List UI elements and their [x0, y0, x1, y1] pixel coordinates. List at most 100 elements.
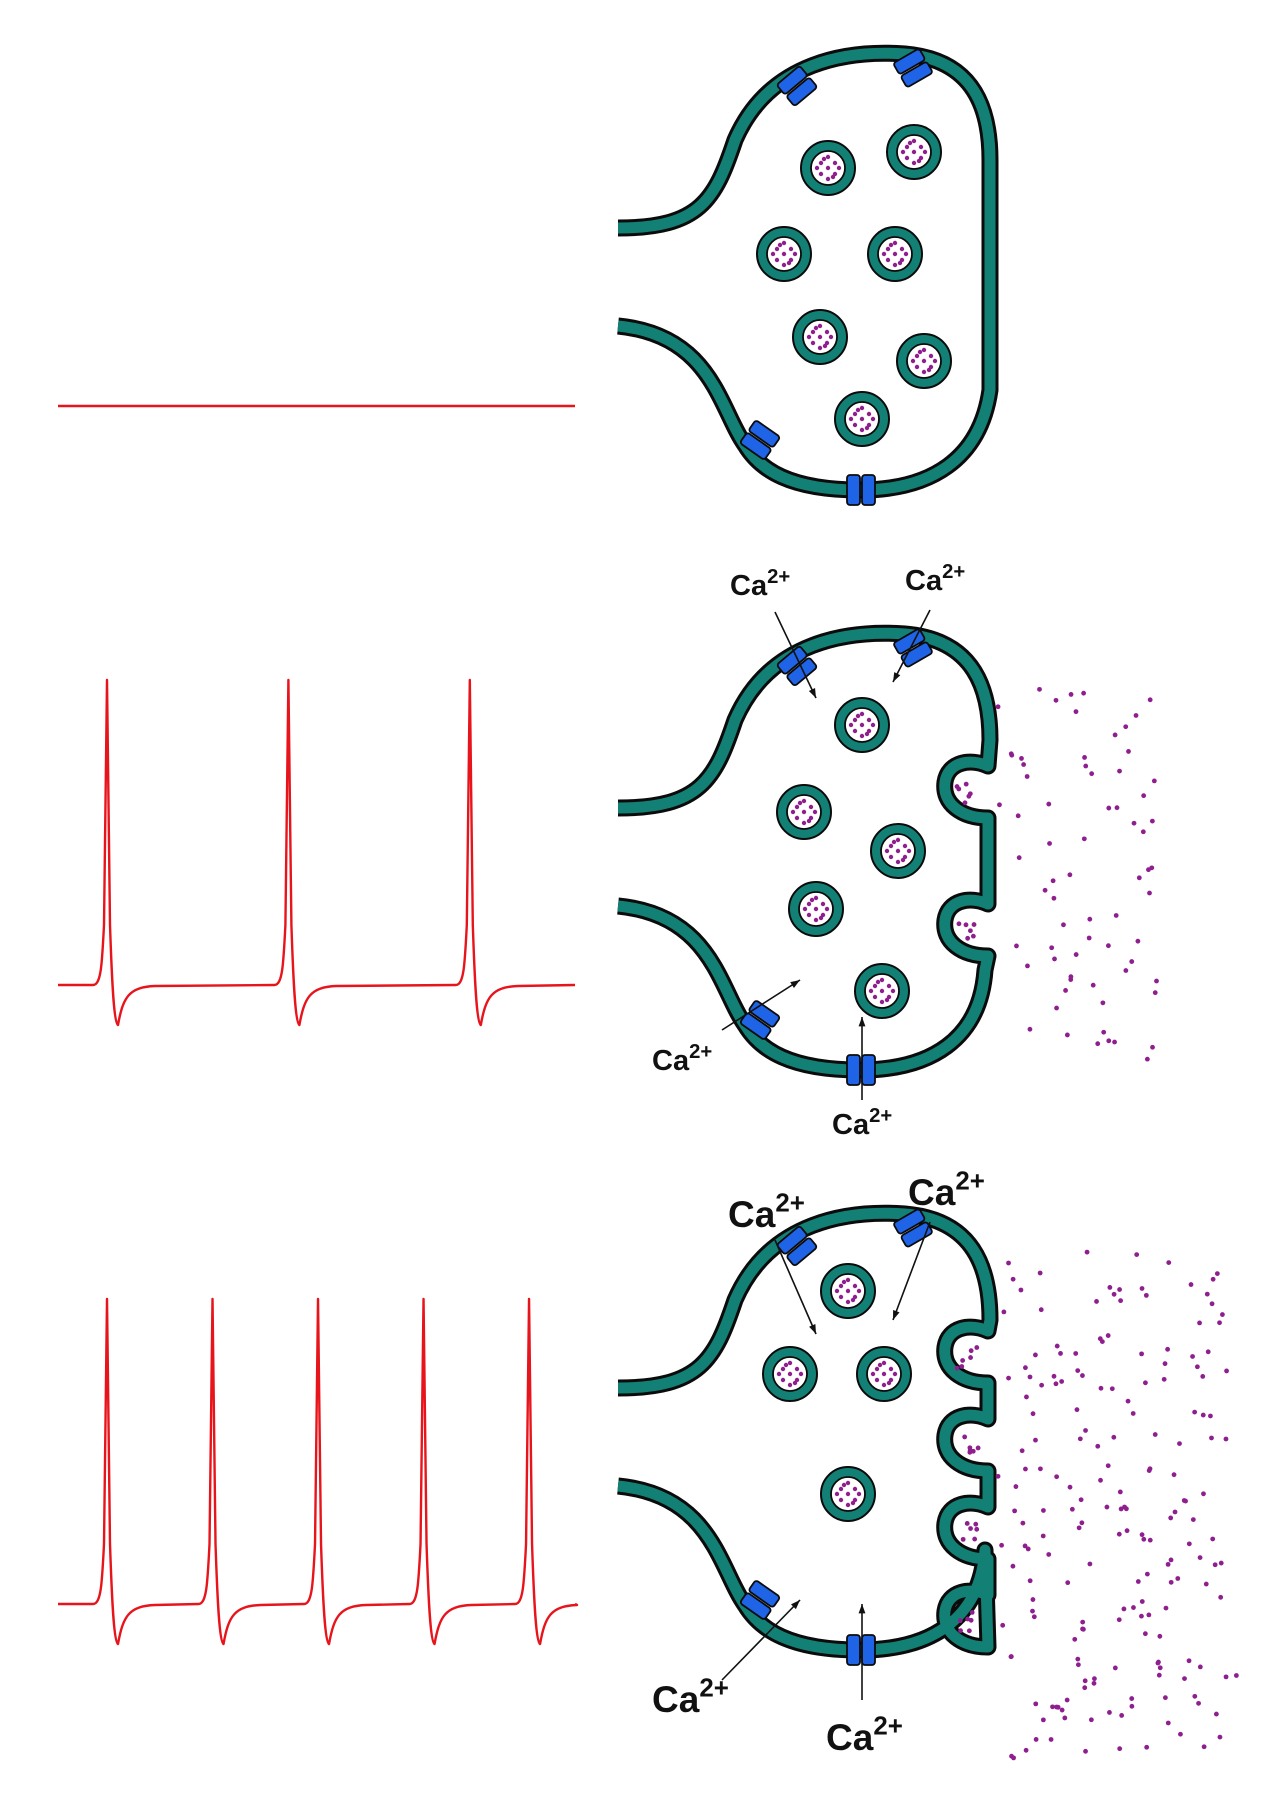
neurotransmitter-dot	[1122, 1504, 1127, 1510]
neurotransmitter-dot	[1031, 1614, 1037, 1620]
neurotransmitter-dot	[1095, 1041, 1101, 1047]
neurotransmitter-dot	[1061, 922, 1066, 928]
neurotransmitter-dot	[1024, 1394, 1029, 1400]
neurotransmitter-dot	[1114, 805, 1120, 811]
neurotransmitter-dot	[1223, 1674, 1229, 1680]
neurotransmitter-dot	[1129, 959, 1135, 964]
neurotransmitter-dot	[1021, 762, 1027, 767]
neurotransmitter-dot	[1040, 1533, 1046, 1539]
neurotransmitter-dot	[1112, 1665, 1118, 1671]
neurotransmitter-dot	[1019, 756, 1024, 761]
neurotransmitter-dot	[1104, 1504, 1110, 1510]
neurotransmitter-dot	[1089, 771, 1095, 777]
neurotransmitter-dot	[1023, 1747, 1029, 1753]
synaptic-vesicle-icon	[896, 333, 952, 389]
neurotransmitter-dot	[1121, 1606, 1127, 1612]
neurotransmitter-dot	[1033, 1701, 1039, 1707]
neurotransmitter-dot	[1129, 1696, 1135, 1701]
neurotransmitter-dot	[1116, 1531, 1122, 1537]
neurotransmitter-dot	[1143, 1292, 1149, 1298]
neurotransmitter-dot	[1112, 1039, 1117, 1045]
neurotransmitter-dot	[1082, 1678, 1088, 1684]
neurotransmitter-dot	[1149, 818, 1155, 824]
neurotransmitter-dot	[1133, 713, 1139, 718]
calcium-channel-icon	[776, 645, 818, 687]
neurotransmitter-dot	[1165, 1720, 1171, 1726]
neurotransmitter-dot	[1129, 1703, 1135, 1709]
neurotransmitter-dot	[1037, 686, 1042, 692]
neurotransmitter-dot	[1147, 1466, 1153, 1472]
neurotransmitter-dot	[962, 1434, 968, 1440]
neurotransmitter-dot	[962, 800, 968, 806]
neurotransmitter-dot	[1022, 1543, 1028, 1549]
calcium-channel-icon	[893, 48, 933, 88]
neurotransmitter-dot	[1144, 1571, 1150, 1577]
neurotransmitter-dot	[1171, 1472, 1177, 1478]
synaptic-vesicle-icon	[788, 881, 844, 937]
neurotransmitter-dot	[1123, 724, 1129, 730]
neurotransmitter-dot	[974, 1526, 980, 1532]
action-potential-trace	[58, 678, 576, 1027]
neurotransmitter-dot	[1105, 943, 1111, 949]
neurotransmitter-dot	[1151, 778, 1157, 784]
neurotransmitter-dot	[960, 1358, 966, 1363]
calcium-channel-icon	[893, 1208, 933, 1248]
neurotransmitter-dot	[1012, 1508, 1018, 1514]
neurotransmitter-dot	[963, 922, 969, 928]
neurotransmitter-dot	[1165, 1346, 1171, 1352]
neurotransmitter-dot	[1131, 1605, 1136, 1610]
neurotransmitter-dot	[1001, 1309, 1007, 1315]
neurotransmitter-dot	[1201, 1744, 1207, 1750]
neurotransmitter-dot	[1040, 1717, 1046, 1723]
calcium-channel-icon	[739, 420, 781, 460]
neurotransmitter-dot	[968, 928, 973, 934]
neurotransmitter-dot	[1135, 938, 1141, 944]
neurotransmitter-dot	[1224, 1368, 1229, 1374]
neurotransmitter-dot	[1157, 1633, 1163, 1639]
neurotransmitter-dot	[1168, 1557, 1174, 1563]
neurotransmitter-dot	[1213, 1711, 1219, 1717]
neurotransmitter-dot	[1117, 1746, 1123, 1752]
ion-label-bottom-left: Ca2+	[652, 1674, 729, 1720]
neurotransmitter-dot	[1218, 1560, 1224, 1566]
neurotransmitter-dot	[1190, 1354, 1195, 1359]
neurotransmitter-dot	[1136, 875, 1142, 881]
neurotransmitter-dot	[975, 1445, 981, 1451]
neurotransmitter-dot	[966, 793, 972, 799]
neurotransmitter-dot	[1168, 1579, 1174, 1585]
neurotransmitter-dot	[1054, 1343, 1060, 1349]
neurotransmitter-dot	[1038, 1466, 1043, 1472]
neurotransmitter-dot	[1083, 1428, 1088, 1433]
neurotransmitter-dot	[974, 1345, 980, 1350]
neurotransmitter-dot	[1208, 1413, 1213, 1419]
neurotransmitter-dot	[1111, 1291, 1117, 1297]
neurotransmitter-dot	[1050, 878, 1056, 884]
synaptic-vesicle-icon	[854, 963, 910, 1019]
neurotransmitter-dot	[1049, 945, 1055, 951]
neurotransmitter-dot	[1139, 1286, 1145, 1291]
presynaptic-terminal	[617, 1204, 999, 1659]
neurotransmitter-dot	[1200, 1373, 1206, 1379]
ion-label-top-left: Ca2+	[728, 1189, 805, 1235]
neurotransmitter-dot	[1030, 1608, 1035, 1614]
neurotransmitter-dot	[1087, 1561, 1093, 1567]
neurotransmitter-dot	[1141, 1536, 1147, 1542]
neurotransmitter-dot	[1139, 1599, 1145, 1604]
neurotransmitter-dot	[1139, 1532, 1145, 1538]
synaptic-vesicle-icon	[820, 1263, 876, 1319]
neurotransmitter-dot	[1063, 988, 1068, 993]
neurotransmitter-dot	[1023, 1466, 1028, 1472]
neurotransmitter-dot	[995, 1473, 1001, 1479]
neurotransmitter-dot	[1033, 1352, 1038, 1358]
neurotransmitter-dot	[1140, 829, 1146, 835]
neurotransmitter-dot	[1079, 1520, 1085, 1526]
neurotransmitter-dot	[965, 935, 971, 941]
neurotransmitter-dot	[1030, 1411, 1036, 1417]
neurotransmitter-dot	[1081, 690, 1087, 696]
calcium-channel-icon	[846, 474, 876, 506]
neurotransmitter-dot	[1218, 1594, 1224, 1600]
ion-label-top-left: Ca2+	[730, 566, 790, 602]
neurotransmitter-dot	[1212, 1562, 1218, 1568]
neurotransmitter-dot	[997, 802, 1002, 808]
